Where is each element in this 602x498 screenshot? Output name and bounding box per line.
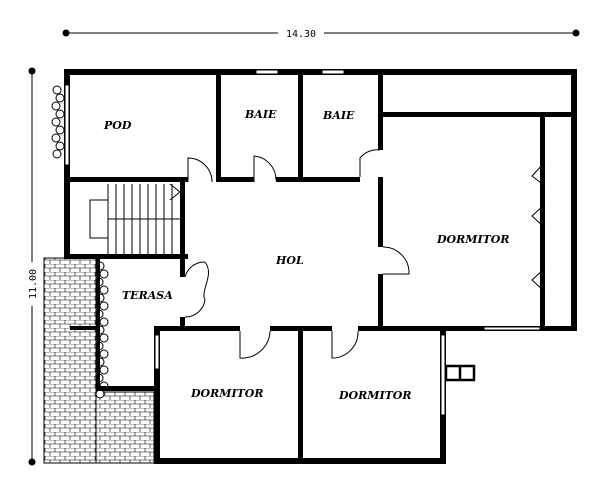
- terrace-paving: [43, 257, 155, 464]
- windows: [64, 69, 541, 416]
- dimension-height: 11.00: [25, 67, 39, 466]
- room-label-hol: HOL: [275, 254, 304, 267]
- chimney: [444, 364, 476, 382]
- room-label-dormitor-right: DORMITOR: [436, 233, 510, 246]
- stairs: [89, 183, 181, 254]
- room-label-pod: POD: [103, 119, 132, 132]
- dimension-width: 14.30: [62, 27, 580, 40]
- room-label-terasa: TERASA: [122, 289, 173, 302]
- dimension-height-label: 11.00: [28, 269, 39, 299]
- room-label-baie-1: BAIE: [244, 108, 277, 121]
- room-label-dormitor-bottom-right: DORMITOR: [338, 389, 412, 402]
- dimension-width-label: 14.30: [286, 29, 316, 40]
- room-labels: POD BAIE BAIE DORMITOR HOL TERASA DORMIT…: [103, 108, 510, 402]
- room-label-dormitor-bottom-left: DORMITOR: [190, 387, 264, 400]
- room-label-baie-2: BAIE: [322, 109, 355, 122]
- doors: [184, 149, 546, 359]
